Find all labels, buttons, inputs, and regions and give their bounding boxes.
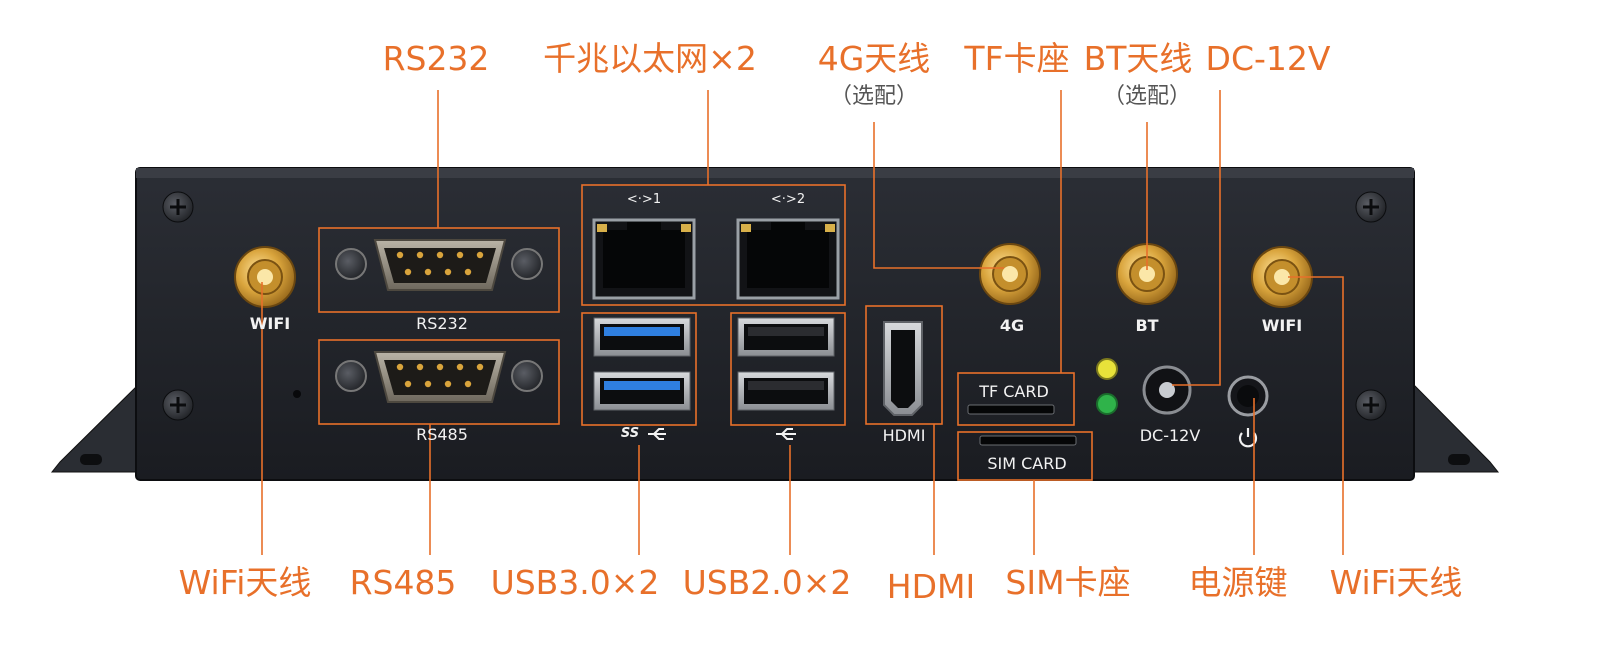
db9-pin [424,380,432,388]
panel-label-bt: BT [1135,316,1159,335]
db9-pin [456,251,464,259]
callout-power-key: 电源键 [1188,563,1288,602]
usb3-port-bottom [593,371,691,411]
frame-rs232 [318,227,560,313]
callout-rs485: RS485 [349,563,457,602]
leader-dc [1172,90,1221,386]
usb-trident-icon [648,428,796,440]
db9-pin [404,380,412,388]
reset-pinhole [293,390,301,398]
db9-pin [416,363,424,371]
led-yellow [1096,358,1118,380]
power-button [1227,375,1269,417]
callout-4g-optional: （选配） [829,84,919,109]
frame-usb2 [730,312,846,426]
panel-label-sim-card: SIM CARD [987,454,1067,473]
db9-pin [444,268,452,276]
callout-rs232: RS232 [382,39,490,78]
panel-label-rs232: RS232 [416,314,468,333]
sim-card-slot [979,435,1077,446]
frame-usb3 [581,312,697,426]
db9-pin [444,380,452,388]
panel-label-rs485: RS485 [416,425,468,444]
dc-power-jack [1142,365,1192,415]
power-icon [1238,428,1258,448]
panel-label-hdmi: HDMI [882,426,926,445]
callout-gigabit-ethernet: 千兆以太网×2 [543,39,757,78]
panel-label-wifi-left: WIFI [249,314,291,333]
flange-slot-left [80,454,102,465]
callout-bt-optional: （选配） [1102,84,1192,109]
db9-pin [464,268,472,276]
callout-sim-slot: SIM卡座 [1005,563,1131,602]
callout-usb2: USB2.0×2 [682,563,852,602]
db9-pin [476,251,484,259]
db9-pin [436,363,444,371]
antenna-connector-bt [1116,243,1178,305]
flange-slot-right [1448,454,1470,465]
antenna-connector-4g [979,243,1041,305]
leader-4g [873,122,1004,269]
callout-hdmi: HDMI [886,567,976,606]
db9-pin [476,363,484,371]
wifi-antenna-connector-right [1251,246,1313,308]
screw-bottom-right [1355,389,1387,421]
tf-card-slot [967,404,1055,415]
frame-rs485 [318,339,560,425]
db9-pin [396,251,404,259]
callout-dc-12v: DC-12V [1205,39,1331,78]
usb3-port-top [593,317,691,357]
screw-bottom-left [162,389,194,421]
hdmi-port [883,321,923,416]
usb2-port-bottom [737,371,835,411]
panel-label-4g: 4G [999,316,1025,335]
db9-pin [404,268,412,276]
frame-sim-card [957,431,1093,481]
wifi-antenna-connector-left [234,246,296,308]
db9-pin [436,251,444,259]
callout-4g-antenna: 4G天线 [817,39,931,78]
screw-top-left [162,191,194,223]
usb2-port-top [737,317,835,357]
callout-bt-antenna: BT天线 [1083,39,1193,78]
db9-pin [396,363,404,371]
db9-pin [424,268,432,276]
frame-tf-card [957,372,1075,426]
panel-label-lan2: <·>2 [770,192,806,207]
ethernet-port-1 [592,218,696,300]
callout-wifi-antenna-left: WiFi天线 [178,563,312,602]
callout-usb3: USB3.0×2 [490,563,660,602]
db9-pin [456,363,464,371]
callout-tf-slot: TF卡座 [964,39,1070,78]
panel-label-tf-card: TF CARD [979,382,1049,401]
frame-ethernet [581,184,846,306]
frame-hdmi [865,305,943,425]
panel-label-wifi-right: WIFI [1261,316,1303,335]
leader-wifi-right [1288,276,1344,555]
panel-label-usb3-ss: SS [620,426,640,441]
db9-pin [464,380,472,388]
leader-lines [261,90,1344,555]
chassis-top-edge [136,168,1414,178]
panel-label-dc-12v: DC-12V [1139,426,1201,445]
panel-label-lan1: <·>1 [626,192,662,207]
ethernet-port-2 [736,218,840,300]
db9-pins [396,251,484,388]
led-green [1096,393,1118,415]
db9-pin [416,251,424,259]
screw-top-right [1355,191,1387,223]
callout-wifi-antenna-right: WiFi天线 [1329,563,1463,602]
